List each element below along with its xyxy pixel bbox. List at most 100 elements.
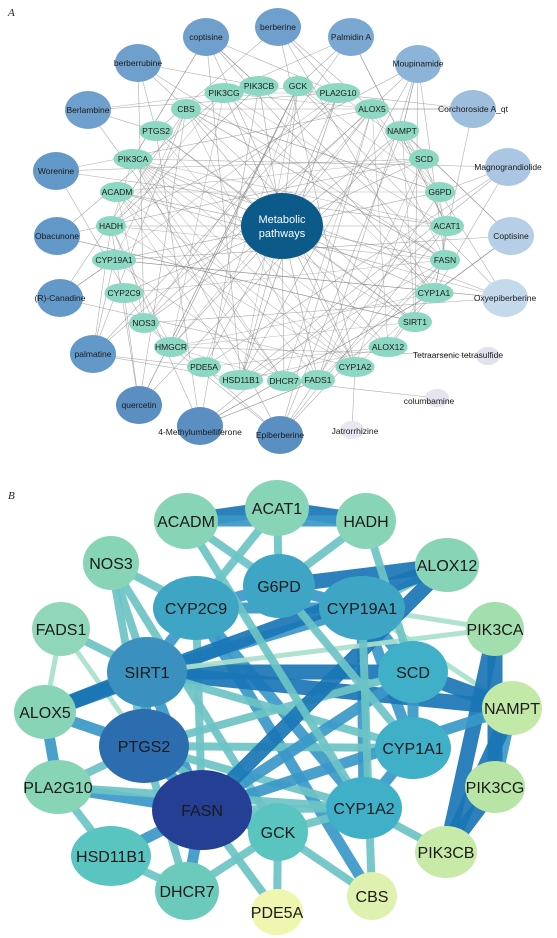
gene-label-pde5a: PDE5A	[251, 905, 304, 922]
gene-node-acat1	[245, 480, 309, 536]
compound-node-obacunone	[34, 217, 80, 255]
edge-cyp19a1-cbs	[113, 108, 187, 261]
edge-scd-fads1	[317, 158, 425, 381]
compound-node-oxyepiberberine	[482, 279, 528, 317]
gene-node-pik3cg	[465, 761, 525, 813]
edge-quercetin-nampt	[138, 130, 403, 406]
edge-cyp1a1-hmgcr	[170, 292, 435, 348]
target-label-pde5a: PDE5A	[190, 362, 218, 372]
edge-4-methylumbelliferone-acat1	[199, 225, 448, 427]
gene-label-hsd11b1: HSD11B1	[76, 849, 146, 866]
target-node-pla2g10	[315, 83, 361, 103]
edge-g6pd-alox5	[371, 108, 441, 193]
edge-hadh-cyp1a2	[110, 225, 356, 368]
gene-label-cyp1a2: CYP1A2	[333, 801, 394, 818]
target-label-fads1: FADS1	[305, 375, 332, 385]
target-node-cyp1a2	[335, 357, 375, 377]
edge-berberrubine-nos3	[137, 62, 145, 324]
compound-node-quercetin	[116, 386, 162, 424]
compound-label-coptisine: coptisine	[189, 32, 223, 42]
compound-label-berlambine: Berlambine	[67, 105, 110, 115]
edge-fads1-fasn	[317, 259, 446, 381]
gene-node-cyp2c9	[153, 576, 239, 640]
gene-node-cbs	[347, 872, 397, 920]
gene-node-cyp19a1	[319, 576, 405, 640]
gene-node-sirt1	[107, 637, 187, 707]
edge-cbs-cyp19a1	[358, 607, 376, 897]
compound-node-jatrorrhizine	[340, 421, 364, 439]
gene-label-fasn: FASN	[181, 803, 223, 820]
edge-berberrubine-fasn	[137, 62, 446, 261]
edge-gck-hmgcr	[170, 85, 299, 348]
edge-g6pd-cbs	[185, 108, 441, 193]
gene-node-fads1	[32, 602, 90, 656]
target-label-acadm: ACADM	[102, 187, 133, 197]
target-node-cyp19a1	[91, 250, 137, 270]
gene-label-pik3cg: PIK3CG	[466, 780, 525, 797]
edge-g6pd-cyp1a1	[275, 583, 417, 751]
target-label-pla2g10: PLA2G10	[320, 88, 357, 98]
gene-label-sirt1: SIRT1	[124, 665, 169, 682]
gene-node-hsd11b1	[71, 826, 151, 886]
compound-node-palmidin-a	[328, 18, 374, 56]
target-label-hadh: HADH	[99, 221, 123, 231]
compound-label-quercetin: quercetin	[122, 400, 157, 410]
compound-node-moupinamide	[395, 45, 441, 83]
gene-label-pla2g10: PLA2G10	[23, 780, 92, 797]
edge-cyp1a1-cyp1a2	[354, 292, 435, 368]
edge-fasn-alox12	[387, 259, 446, 348]
target-label-cbs: CBS	[177, 104, 195, 114]
gene-node-pik3ca	[466, 602, 524, 656]
edge-acadm-dhcr7	[116, 191, 285, 382]
compound-label-palmidin-a: Palmidin A	[331, 32, 371, 42]
edge-alox12-pde5a	[203, 346, 389, 368]
gene-node-dhcr7	[155, 862, 219, 920]
target-node-nampt	[385, 121, 419, 141]
target-node-scd	[409, 149, 439, 169]
target-node-cyp1a1	[414, 283, 454, 303]
gene-node-hadh	[336, 493, 396, 549]
edge-magnograndiolide-hsd11b1	[240, 166, 509, 381]
target-node-acadm	[100, 182, 134, 202]
target-label-cyp1a1: CYP1A1	[418, 288, 451, 298]
gene-label-dhcr7: DHCR7	[159, 884, 214, 901]
edge-sirt1-nampt	[401, 130, 416, 323]
edge-nos3-gck	[107, 560, 282, 835]
edge-4-methylumbelliferone-cyp1a1	[199, 292, 435, 427]
edge-pik3ca-dhcr7	[132, 158, 285, 382]
edge-pik3ca-sirt1	[146, 626, 496, 675]
edge-4-methylumbelliferone-ptgs2	[155, 130, 201, 427]
edge-worenine-scd	[55, 158, 425, 172]
compound-label-columbamine: columbamine	[404, 396, 455, 406]
target-node-pik3ca	[113, 149, 153, 169]
gene-label-fads1: FADS1	[36, 622, 87, 639]
edge-fasn-alox12	[196, 559, 453, 816]
hub-label-line1: Metabolic	[258, 214, 306, 226]
gene-node-nampt	[482, 681, 542, 735]
gene-label-ptgs2: PTGS2	[118, 739, 171, 756]
target-label-gck: GCK	[289, 81, 308, 91]
edge-epiberberine-nampt	[279, 130, 403, 436]
edge-acat1-pik3ca	[132, 158, 448, 227]
target-node-gck	[283, 76, 313, 96]
gene-label-nos3: NOS3	[89, 556, 133, 573]
target-node-pde5a	[187, 357, 221, 377]
edge-cyp2c9-fasn	[123, 259, 446, 294]
edge-hmgcr-sirt1	[170, 321, 416, 348]
edge-hadh-hmgcr	[110, 225, 172, 348]
gene-node-acadm	[154, 493, 218, 549]
edge-pla2g10-scd	[337, 92, 425, 160]
edge-magnograndiolide-cyp1a1	[433, 166, 509, 294]
gene-node-nos3	[83, 536, 139, 590]
target-label-cyp1a2: CYP1A2	[339, 362, 372, 372]
gene-node-gck	[248, 803, 308, 861]
target-label-hmgcr: HMGCR	[155, 342, 187, 352]
edge-epiberberine-hmgcr	[170, 346, 281, 436]
edge-r-canadine-cbs	[59, 108, 187, 299]
compound-node-columbamine	[425, 389, 449, 407]
gene-label-acat1: ACAT1	[252, 501, 302, 518]
gene-label-alox5: ALOX5	[19, 705, 71, 722]
compound-node-palmatine	[70, 335, 116, 373]
